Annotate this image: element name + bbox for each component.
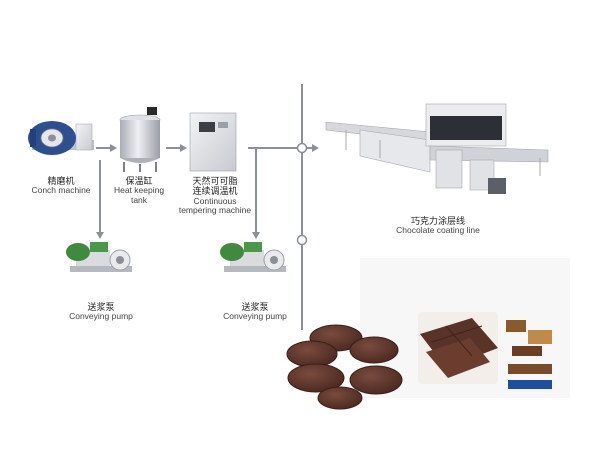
heat-tank-label-en-1: Heat keeping (113, 185, 165, 196)
heat-tank-label-en-2: tank (130, 195, 148, 206)
cocoa-discs-illustration (286, 324, 403, 410)
pump-2-illustration (220, 242, 286, 272)
tempering-label-zh-2: 连续调温机 (192, 186, 238, 197)
junction-node (296, 142, 308, 154)
pump-1-label-zh: 送浆泵 (87, 302, 115, 312)
pump-2-label: 送浆泵 Conveying pump (210, 302, 300, 322)
heat-tank-label-zh: 保温缸 (125, 176, 153, 186)
arrowheads (96, 144, 319, 239)
connector-lines (96, 84, 312, 330)
junction-node (296, 234, 308, 246)
arrow-right-icon (312, 144, 319, 152)
arrow-right-icon (110, 144, 117, 152)
arrow-down-icon (252, 232, 260, 239)
pump-1-illustration (66, 242, 132, 272)
arrow-right-icon (180, 144, 187, 152)
tempering-machine-label: 天然可可脂 连续调温机 Continuous tempering machine (170, 176, 260, 216)
candy-bars-illustration (506, 320, 552, 389)
coating-line-label-zh: 巧克力涂层线 (410, 216, 465, 226)
coating-line-label: 巧克力涂层线 Chocolate coating line (378, 216, 498, 236)
conch-machine-illustration (28, 121, 94, 155)
tempering-label-en-2: tempering machine (178, 205, 252, 216)
pump-1-label-en: Conveying pump (69, 311, 133, 322)
conch-label-en: Conch machine (31, 185, 91, 196)
heat-tank-illustration (119, 107, 161, 172)
conch-machine-label: 精磨机 Conch machine (18, 176, 104, 196)
coating-line-illustration (325, 103, 549, 194)
arrow-down-icon (96, 232, 104, 239)
heat-tank-label: 保温缸 Heat keeping tank (104, 176, 174, 206)
tempering-label-zh-1: 天然可可脂 (192, 176, 238, 186)
tempering-machine-illustration (189, 112, 237, 172)
conch-label-zh: 精磨机 (47, 176, 75, 186)
pump-2-label-en: Conveying pump (223, 311, 287, 322)
pump-2-label-zh: 送浆泵 (241, 302, 269, 312)
tempering-label-en-1: Continuous (193, 195, 237, 206)
pump-1-label: 送浆泵 Conveying pump (56, 302, 146, 322)
coating-line-label-en: Chocolate coating line (396, 225, 480, 236)
chocolate-bar-illustration (418, 312, 498, 384)
